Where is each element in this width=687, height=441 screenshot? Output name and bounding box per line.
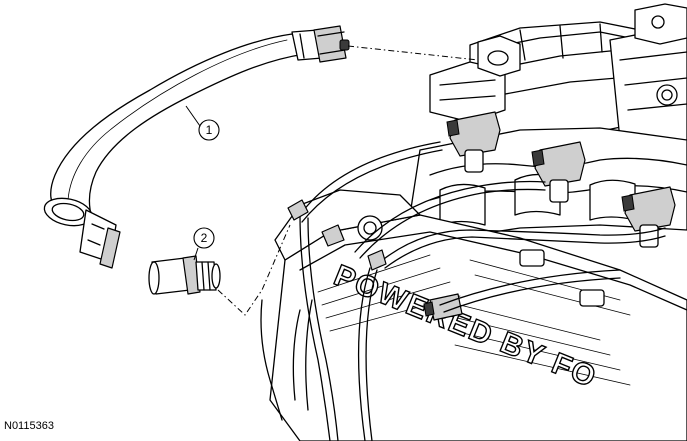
callout-2-label: 2	[201, 231, 208, 245]
valve-cover: POWERED BY FO	[269, 214, 687, 441]
ignition-coils	[423, 111, 676, 321]
callout-1-label: 1	[206, 123, 213, 137]
callout-1: 1	[185, 105, 220, 141]
pcv-hose	[43, 25, 350, 269]
hose-upper-connector	[291, 25, 350, 63]
wiring-harness	[287, 141, 666, 441]
hose-lower-connector	[43, 197, 121, 269]
figure-id: N0115363	[4, 420, 54, 432]
installation-centerlines	[217, 45, 479, 316]
front-cover	[260, 189, 421, 421]
intake-manifold	[429, 3, 687, 151]
pcv-valve	[148, 255, 221, 295]
callout-2: 2	[193, 227, 215, 261]
